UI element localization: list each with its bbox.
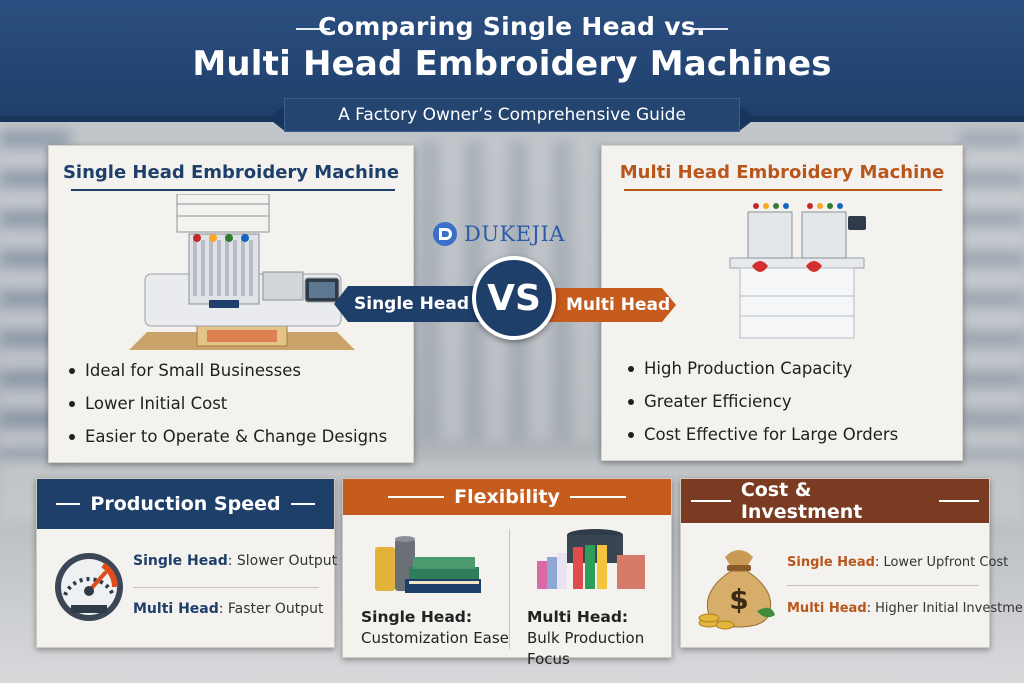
production-speed-title: Production Speed	[90, 493, 281, 515]
single-bullet-3: Easier to Operate & Change Designs	[69, 420, 387, 453]
multi-bullet-1: High Production Capacity	[628, 352, 898, 385]
dukejia-logo-icon	[433, 222, 457, 246]
cost-divider	[787, 585, 979, 586]
multi-head-tag-shape	[534, 288, 676, 322]
production-speed-panel: Production Speed Single Head: Slower Out…	[36, 478, 338, 648]
flex-divider	[509, 529, 510, 649]
single-bullet-2: Lower Initial Cost	[69, 387, 387, 420]
cost-multi-row: Multi Head: Higher Initial Investment	[787, 601, 1024, 616]
flexibility-panel: Flexibility Single Head:Customization Ea…	[342, 478, 672, 668]
multi-head-bullets: High Production Capacity Greater Efficie…	[628, 352, 898, 451]
cost-investment-title: Cost & Investment	[740, 479, 863, 523]
ribbon-tail-left	[268, 104, 286, 132]
multi-head-tag: Multi Head	[566, 295, 671, 315]
production-speed-header: Production Speed	[37, 479, 334, 529]
single-head-bullets: Ideal for Small Businesses Lower Initial…	[69, 354, 387, 453]
thread-spools-stack-icon	[537, 529, 645, 589]
ribbon-tail-right	[738, 104, 756, 132]
money-bag-icon: $	[698, 550, 775, 630]
cost-investment-panel: Cost & Investment $ Single Head: Lower U…	[680, 478, 1024, 648]
thread-spools-books-icon	[375, 536, 481, 593]
speed-divider	[133, 587, 319, 588]
subtitle: A Factory Owner’s Comprehensive Guide	[338, 105, 686, 125]
single-head-machine-image	[129, 194, 355, 350]
vs-badge: VS	[472, 256, 556, 340]
flex-single-block: Single Head:Customization Ease	[361, 608, 509, 647]
multi-bullet-3: Cost Effective for Large Orders	[628, 418, 898, 451]
single-head-tag: Single Head	[354, 294, 470, 314]
multi-head-machine-image	[729, 203, 866, 339]
dukejia-logo: DUKEJIA	[432, 214, 580, 254]
speed-single-row: Single Head: Slower Output	[133, 553, 338, 569]
subtitle-ribbon: A Factory Owner’s Comprehensive Guide	[284, 98, 740, 132]
single-bullet-1: Ideal for Small Businesses	[69, 354, 387, 387]
multi-head-card: Multi Head Embroidery Machine High Produ…	[601, 145, 963, 461]
single-head-card-title: Single Head Embroidery Machine	[62, 162, 400, 183]
cost-single-row: Single Head: Lower Upfront Cost	[787, 555, 1009, 570]
multi-head-card-title: Multi Head Embroidery Machine	[619, 162, 945, 183]
speedometer-icon	[55, 553, 123, 621]
multi-bullet-2: Greater Efficiency	[628, 385, 898, 418]
single-head-tag-shape	[334, 286, 494, 322]
flex-multi-block: Multi Head:Bulk Production Focus	[527, 608, 645, 668]
title-line-2: Multi Head Embroidery Machines	[192, 44, 832, 84]
flexibility-header: Flexibility	[343, 479, 671, 515]
title-deco-line-left	[296, 28, 330, 30]
dollar-sign: $	[729, 583, 748, 616]
flexibility-title: Flexibility	[454, 486, 560, 508]
cost-investment-header: Cost & Investment	[681, 479, 989, 523]
speed-multi-row: Multi Head: Faster Output	[133, 601, 324, 617]
single-head-title-rule	[71, 189, 395, 191]
title-deco-line-right	[694, 28, 728, 30]
title-line-1: Comparing Single Head vs.	[318, 12, 706, 41]
dukejia-logo-text: DUKEJIA	[464, 222, 565, 246]
multi-head-title-rule	[624, 189, 942, 191]
